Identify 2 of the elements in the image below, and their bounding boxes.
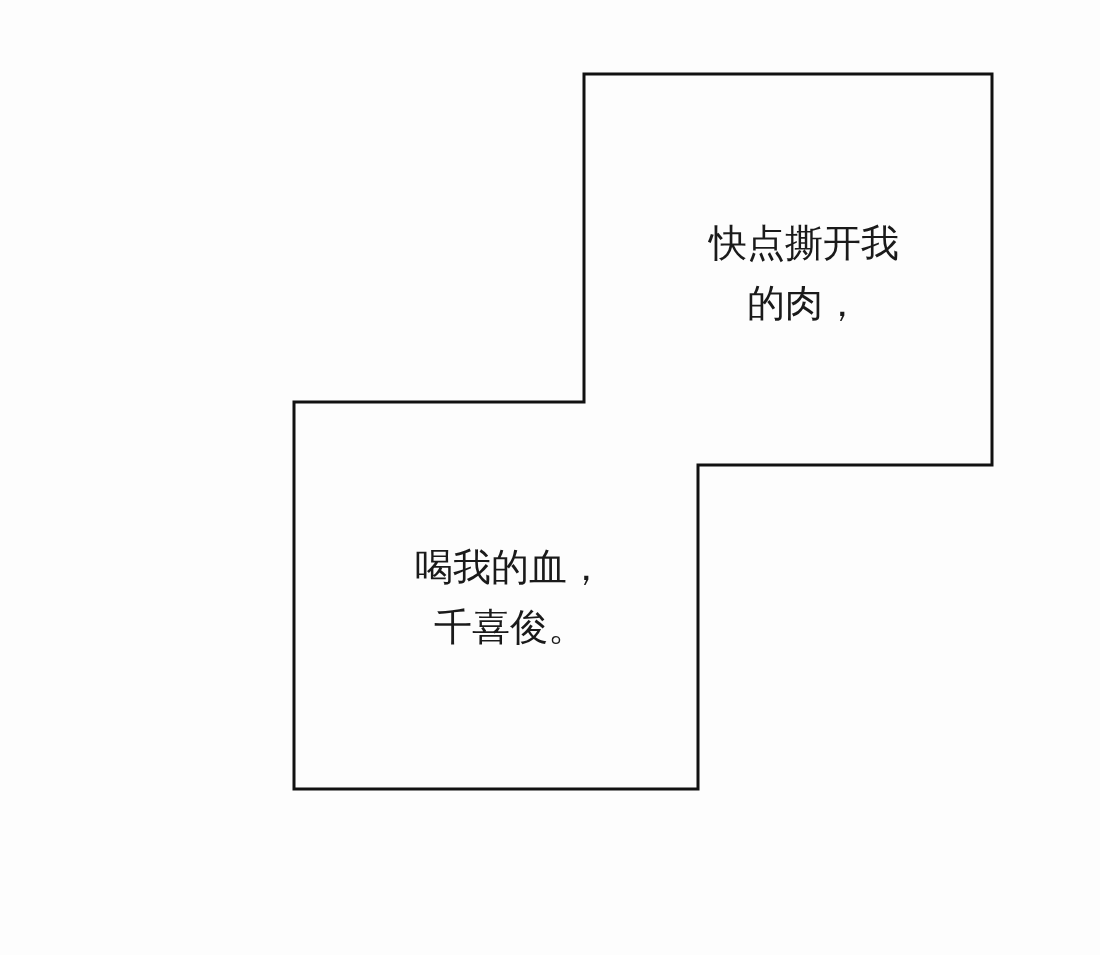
speech-text: 喝我的血，千喜俊。	[414, 544, 606, 651]
speech-text: 快点撕开我的肉，	[707, 220, 900, 327]
